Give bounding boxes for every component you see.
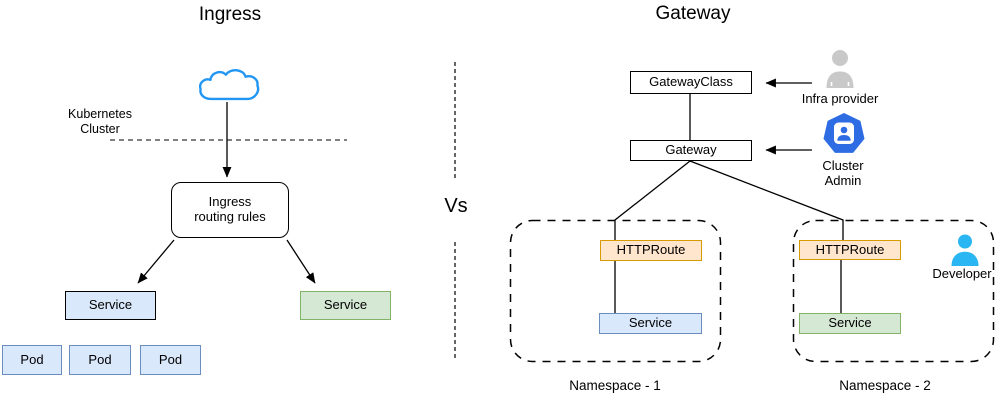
service-box-ns1: Service <box>599 313 702 334</box>
service-box-blue: Service <box>65 291 156 320</box>
kubernetes-cluster-label: Kubernetes Cluster <box>68 107 132 136</box>
cloud-icon <box>198 69 260 101</box>
namespace-1-boundary <box>509 219 722 363</box>
gateway-to-httproute2-line <box>689 160 844 240</box>
pod-box-3: Pod <box>140 345 201 375</box>
ingress-routing-rules-box: Ingress routing rules <box>171 182 289 238</box>
namespace-2-boundary <box>792 219 995 363</box>
ingress-title: Ingress <box>198 4 262 25</box>
infra-provider-icon <box>826 50 854 88</box>
gatewayclass-box: GatewayClass <box>630 71 752 94</box>
service-box-ns2: Service <box>799 313 901 334</box>
developer-icon <box>951 234 979 266</box>
developer-label: Developer <box>932 266 992 281</box>
cluster-admin-label: Cluster Admin <box>822 158 864 189</box>
service-box-green: Service <box>300 291 391 320</box>
routing-to-service-green-arrow <box>286 239 316 284</box>
httproute-box-2: HTTPRoute <box>799 240 901 260</box>
routing-to-service-blue-arrow <box>137 239 175 284</box>
pod-box-2: Pod <box>69 345 131 375</box>
versus-label: Vs <box>444 195 468 217</box>
gateway-to-httproute1-line <box>614 160 691 240</box>
pod-box-1: Pod <box>2 345 62 375</box>
namespace-2-label: Namespace - 2 <box>839 378 931 393</box>
namespace-1-label: Namespace - 1 <box>569 378 661 393</box>
cluster-admin-icon <box>823 113 865 153</box>
gateway-title: Gateway <box>655 3 731 24</box>
gateway-box: Gateway <box>630 140 752 161</box>
httproute-box-1: HTTPRoute <box>600 240 702 261</box>
infra-provider-label: Infra provider <box>801 91 879 106</box>
